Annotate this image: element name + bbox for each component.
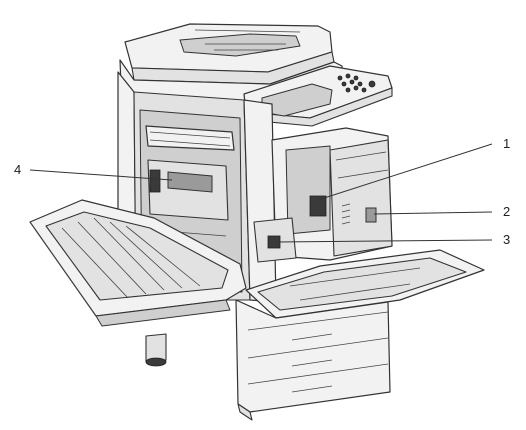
leader-4 <box>29 169 173 181</box>
callout-4: 4 <box>14 162 21 177</box>
keypad <box>337 73 376 93</box>
document-feeder <box>124 23 335 85</box>
stand <box>145 333 167 367</box>
callout-3: 3 <box>503 232 510 247</box>
paper-trays <box>235 299 391 421</box>
leader-1 <box>317 143 493 201</box>
right-module <box>271 127 393 261</box>
callout-2: 2 <box>503 204 510 219</box>
side-switch <box>365 207 377 223</box>
leader-3 <box>275 239 493 243</box>
leader-2 <box>373 211 493 215</box>
drum-cartridge <box>253 217 297 263</box>
left-door <box>29 199 247 327</box>
toner-slot <box>309 195 327 217</box>
callout-1: 1 <box>503 136 510 151</box>
